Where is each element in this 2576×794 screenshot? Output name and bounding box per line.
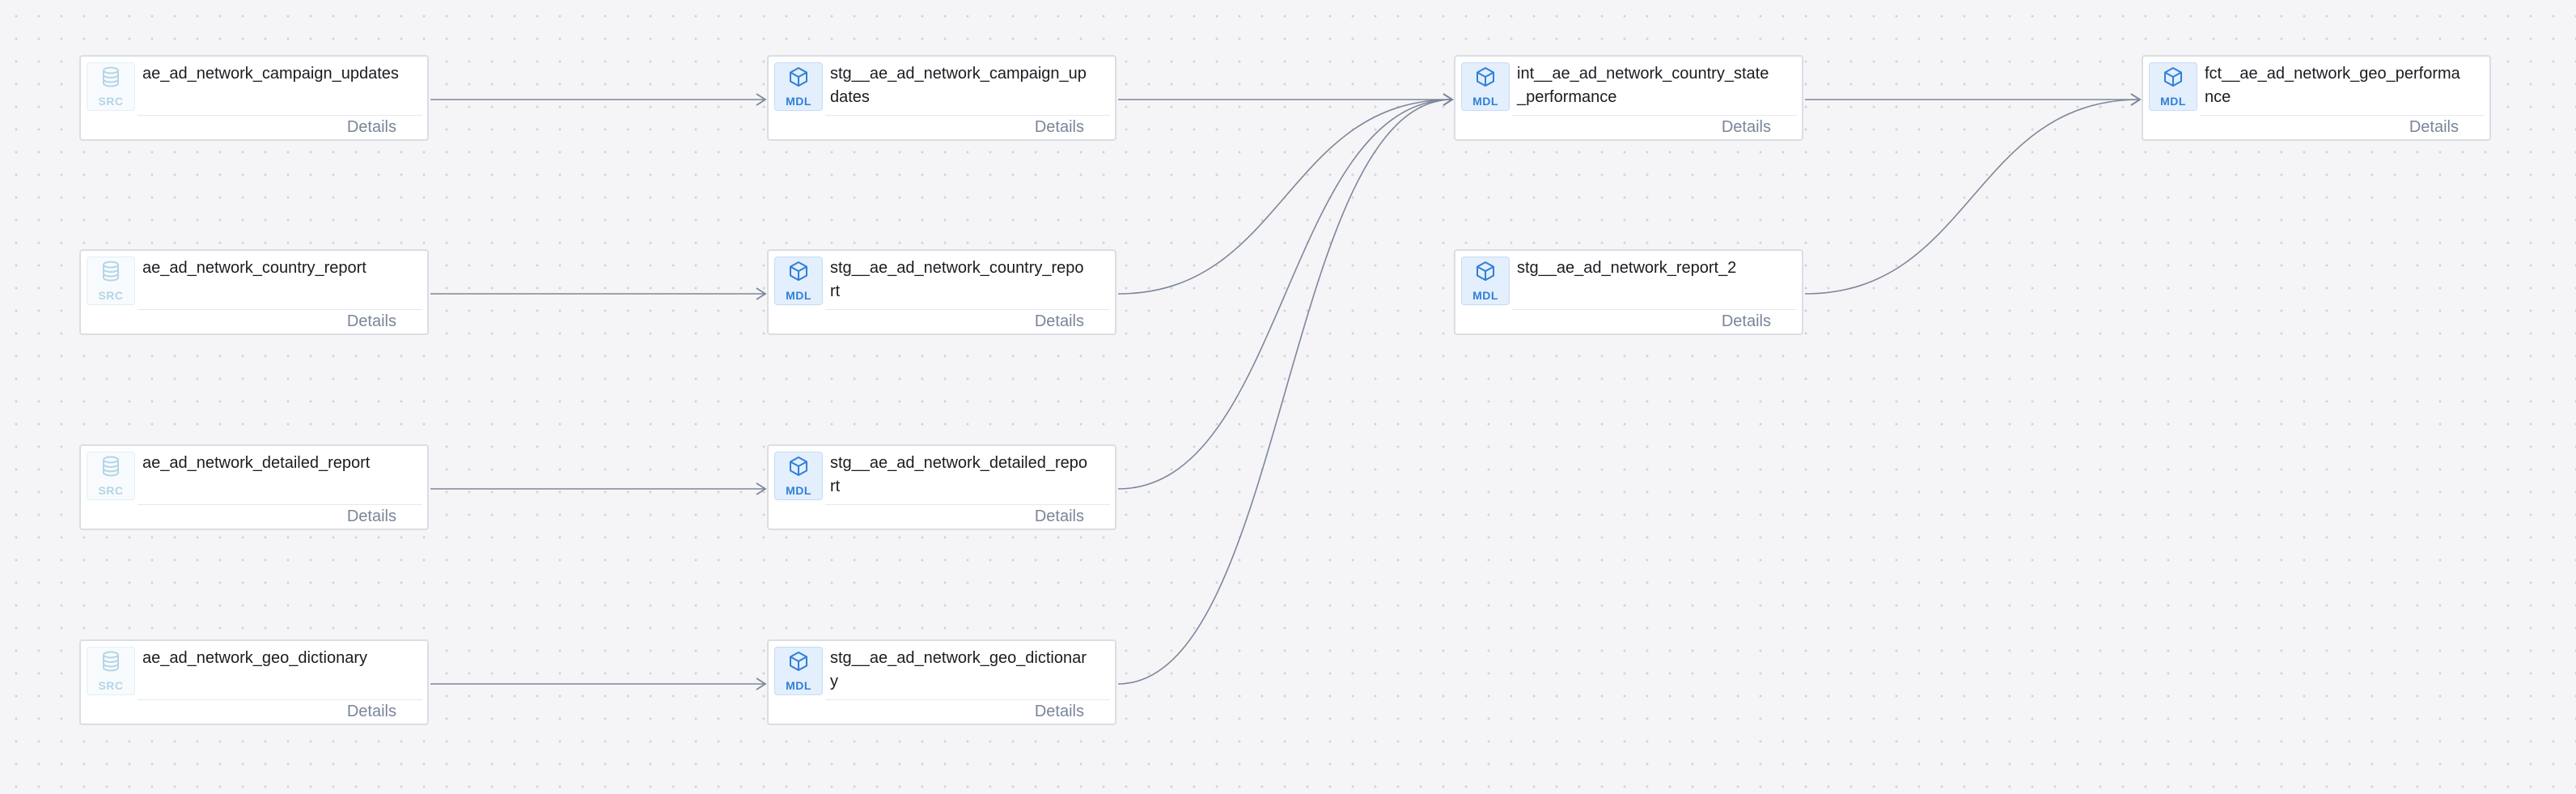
details-link[interactable]: Details — [1034, 507, 1084, 525]
src-badge: SRC — [87, 257, 135, 305]
database-icon — [100, 650, 122, 677]
edge-arrowhead — [1443, 93, 1454, 106]
mdl-badge: MDL — [774, 647, 823, 695]
cube-icon — [787, 455, 810, 482]
edge-arrowhead — [756, 93, 767, 106]
details-link[interactable]: Details — [1034, 703, 1084, 720]
src-badge: SRC — [87, 62, 135, 111]
badge-label: SRC — [98, 289, 124, 302]
divider — [1512, 115, 1797, 116]
badge-label: MDL — [786, 679, 811, 692]
edge-stg5-to-fct1 — [1804, 99, 2141, 295]
mdl-badge: MDL — [1461, 257, 1510, 305]
badge-label: SRC — [98, 484, 124, 497]
node-title: ae_ad_network_campaign_updates — [142, 65, 399, 83]
cube-icon — [787, 260, 810, 287]
edge-stg3-to-int1 — [1117, 99, 1453, 490]
src-badge: SRC — [87, 452, 135, 500]
cube-icon — [1474, 66, 1497, 92]
badge-label: MDL — [2160, 95, 2186, 108]
edge-arrowhead — [2130, 93, 2142, 106]
node-title: ae_ad_network_detailed_report — [142, 454, 371, 472]
edge-arrowhead — [2130, 93, 2142, 106]
cube-icon — [787, 650, 810, 677]
mdl-badge: MDL — [774, 257, 823, 305]
cube-icon — [1474, 260, 1497, 287]
details-link[interactable]: Details — [2409, 118, 2459, 136]
badge-label: MDL — [786, 95, 811, 108]
divider — [138, 699, 422, 700]
mdl-badge: MDL — [2149, 62, 2197, 111]
node-title: stg__ae_ad_network_detailed_report — [830, 454, 1088, 495]
database-icon — [100, 260, 122, 287]
details-link[interactable]: Details — [346, 118, 396, 136]
divider — [138, 115, 422, 116]
divider — [138, 504, 422, 505]
edge-arrowhead — [1443, 93, 1454, 106]
edge-arrowhead — [756, 677, 767, 690]
badge-label: MDL — [1472, 95, 1498, 108]
badge-label: MDL — [786, 289, 811, 302]
details-link[interactable]: Details — [1034, 312, 1084, 330]
divider — [825, 504, 1110, 505]
badge-label: MDL — [1472, 289, 1498, 302]
node-title: stg__ae_ad_network_geo_dictionary — [830, 649, 1087, 690]
divider — [1512, 309, 1797, 310]
divider — [138, 309, 422, 310]
node-title: stg__ae_ad_network_report_2 — [1517, 259, 1737, 277]
details-link[interactable]: Details — [346, 312, 396, 330]
mdl-badge: MDL — [774, 452, 823, 500]
divider — [2200, 115, 2485, 116]
cube-icon — [787, 66, 810, 92]
node-title: stg__ae_ad_network_country_report — [830, 259, 1084, 300]
database-icon — [100, 455, 122, 482]
details-link[interactable]: Details — [1034, 118, 1084, 136]
details-link[interactable]: Details — [346, 703, 396, 720]
node-int1[interactable]: MDL int__ae_ad_network_country_state_perf… — [1454, 55, 1803, 141]
edge-stg4-to-int1 — [1117, 99, 1453, 685]
node-title: ae_ad_network_country_report — [142, 259, 366, 277]
edge-arrowhead — [1443, 93, 1454, 106]
node-title: fct__ae_ad_network_geo_performance — [2205, 65, 2460, 106]
database-icon — [100, 66, 122, 92]
node-title: stg__ae_ad_network_campaign_updates — [830, 65, 1087, 106]
edge-stg2-to-int1 — [1117, 99, 1453, 295]
badge-label: SRC — [98, 679, 124, 692]
divider — [825, 699, 1110, 700]
badge-label: SRC — [98, 95, 124, 108]
details-link[interactable]: Details — [1721, 118, 1771, 136]
edge-arrowhead — [756, 482, 767, 495]
divider — [825, 309, 1110, 310]
cube-icon — [2162, 66, 2184, 92]
node-title: int__ae_ad_network_country_state_perform… — [1517, 65, 1769, 106]
details-link[interactable]: Details — [1721, 312, 1771, 330]
mdl-badge: MDL — [1461, 62, 1510, 111]
mdl-badge: MDL — [774, 62, 823, 111]
edge-arrowhead — [1443, 93, 1454, 106]
badge-label: MDL — [786, 484, 811, 497]
divider — [825, 115, 1110, 116]
src-badge: SRC — [87, 647, 135, 695]
details-link[interactable]: Details — [346, 507, 396, 525]
edge-arrowhead — [756, 287, 767, 300]
node-title: ae_ad_network_geo_dictionary — [142, 649, 367, 667]
